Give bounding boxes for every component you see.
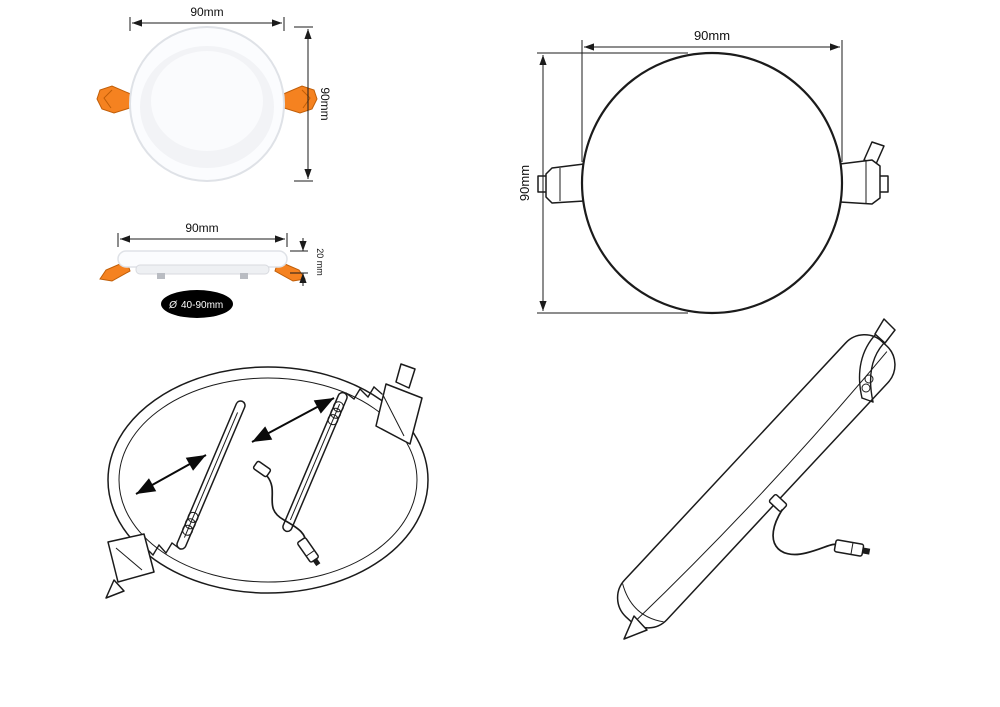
clip-hook	[874, 318, 896, 344]
cutout-size-label: 40-90mm	[181, 300, 223, 311]
power-cable	[772, 509, 841, 556]
side-view-thickness-label: 20 mm	[315, 248, 325, 276]
cable-entry-connector	[252, 460, 272, 478]
spring-coil-icon	[182, 524, 194, 536]
dc-plug	[833, 539, 871, 557]
panel-edge-line	[635, 351, 888, 622]
top-view-diagram: 90mm 90mm	[96, 5, 332, 182]
panel-foot	[240, 273, 248, 279]
cable-entry-connector	[768, 493, 788, 513]
panel-end-cap	[622, 583, 664, 623]
top-view-width-label: 90mm	[190, 5, 223, 19]
bracket-hook	[395, 363, 416, 389]
panel-outline	[580, 51, 844, 315]
side-view-diagram: Ø 40-90mm 90mm 20 mm	[99, 221, 325, 318]
perspective-view-diagram	[616, 318, 896, 640]
adjust-arrow-lower	[135, 454, 207, 495]
cutout-size-badge	[161, 290, 233, 318]
dc-plug	[297, 537, 321, 567]
back-view-diagram	[105, 363, 429, 599]
bracket-top-right	[345, 363, 423, 445]
side-view-width-label: 90mm	[185, 221, 218, 235]
spring-clip-left-fold	[103, 89, 113, 109]
front-view-height-label: 90mm	[517, 165, 532, 201]
panel-face-highlight	[151, 51, 263, 151]
panel-back-inner-rim	[118, 377, 418, 583]
power-cable	[266, 475, 307, 545]
foot-tab	[623, 615, 648, 640]
adjust-arrow-upper	[251, 397, 335, 443]
bracket-hook	[105, 579, 125, 599]
spring-coil-icon	[861, 383, 871, 393]
perspective-clip	[858, 318, 896, 403]
panel-foot	[157, 273, 165, 279]
front-view-width-label: 90mm	[694, 28, 730, 43]
panel-side-ring	[135, 264, 270, 275]
bracket-spring	[345, 385, 383, 401]
top-view-height-label: 90mm	[318, 87, 332, 120]
bracket-spring	[146, 541, 181, 557]
panel-back-rim	[107, 366, 429, 594]
outline-clip-right	[839, 141, 889, 205]
front-outline-diagram: 90mm 90mm	[517, 28, 889, 315]
bracket-bottom-left	[105, 533, 181, 599]
dc-plug-tip	[312, 558, 321, 567]
dc-plug-tip	[862, 547, 871, 555]
cutout-diameter-symbol: Ø	[168, 300, 178, 311]
